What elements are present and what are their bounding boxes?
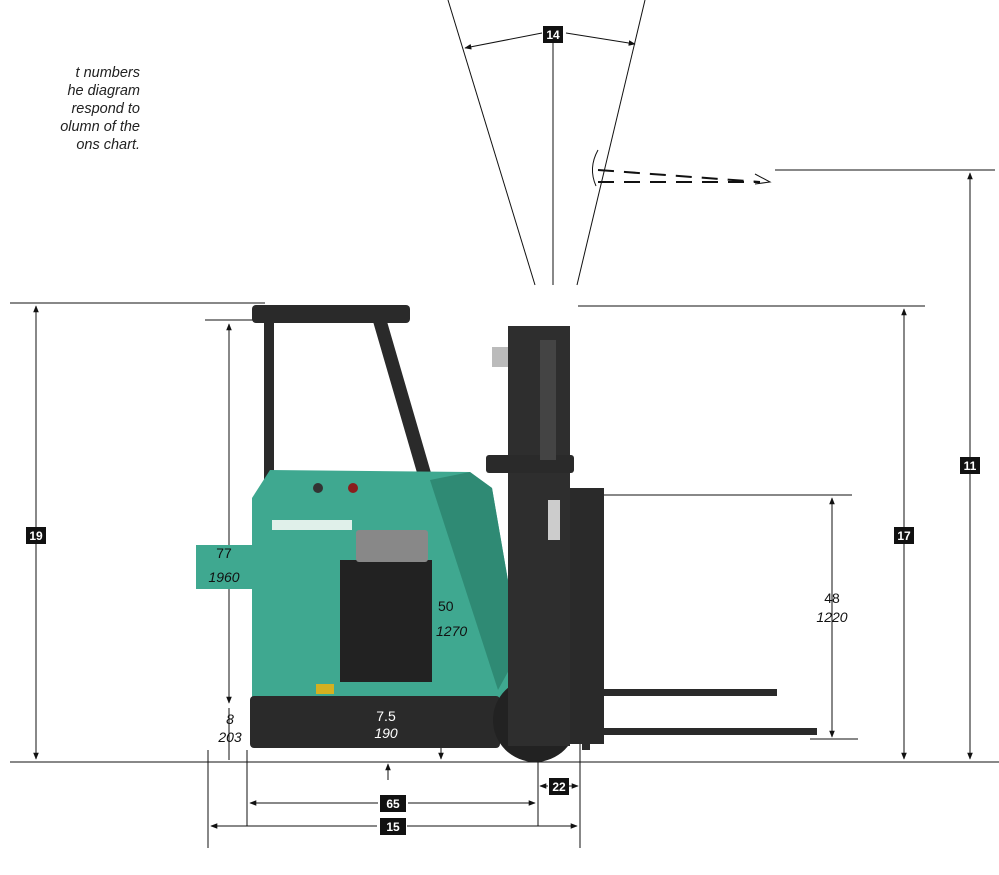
dim-50-metric: 1270 [436,623,467,639]
note-line: olumn of the [60,119,140,135]
dim-77-metric: 1960 [208,569,239,585]
dim-48-imperial: 48 [824,590,840,606]
svg-text:19: 19 [29,529,43,543]
svg-text:14: 14 [546,28,560,42]
dim-50-imperial: 50 [438,598,454,614]
dim-8-imperial: 8 [226,711,234,727]
tag-15: 15 [380,818,406,835]
tag-11: 11 [960,457,980,474]
dim-7-5-metric: 190 [374,725,398,741]
note-line: respond to [71,101,140,117]
tag-22: 22 [549,778,569,795]
dim-7-5-imperial: 7.5 [376,708,396,724]
tag-65: 65 [380,795,406,812]
note-line: ons chart. [76,137,140,153]
note-line: he diagram [67,83,140,99]
dim-8-metric: 203 [217,729,242,745]
tag-19: 19 [26,527,46,544]
svg-text:22: 22 [552,780,566,794]
svg-text:65: 65 [386,797,400,811]
dim-77-imperial: 77 [216,545,232,561]
chart-reference-note: t numbers he diagram respond to olumn of… [0,64,140,154]
tag-14: 14 [543,26,563,43]
forklift-illustration [250,305,817,762]
svg-text:15: 15 [386,820,400,834]
note-line: t numbers [75,65,140,81]
max-lift-indicator [592,149,995,187]
svg-text:17: 17 [897,529,911,543]
dim-48-metric: 1220 [816,609,847,625]
tag-17: 17 [894,527,914,544]
svg-text:11: 11 [964,459,977,473]
mast-tilt-lines [447,0,646,286]
